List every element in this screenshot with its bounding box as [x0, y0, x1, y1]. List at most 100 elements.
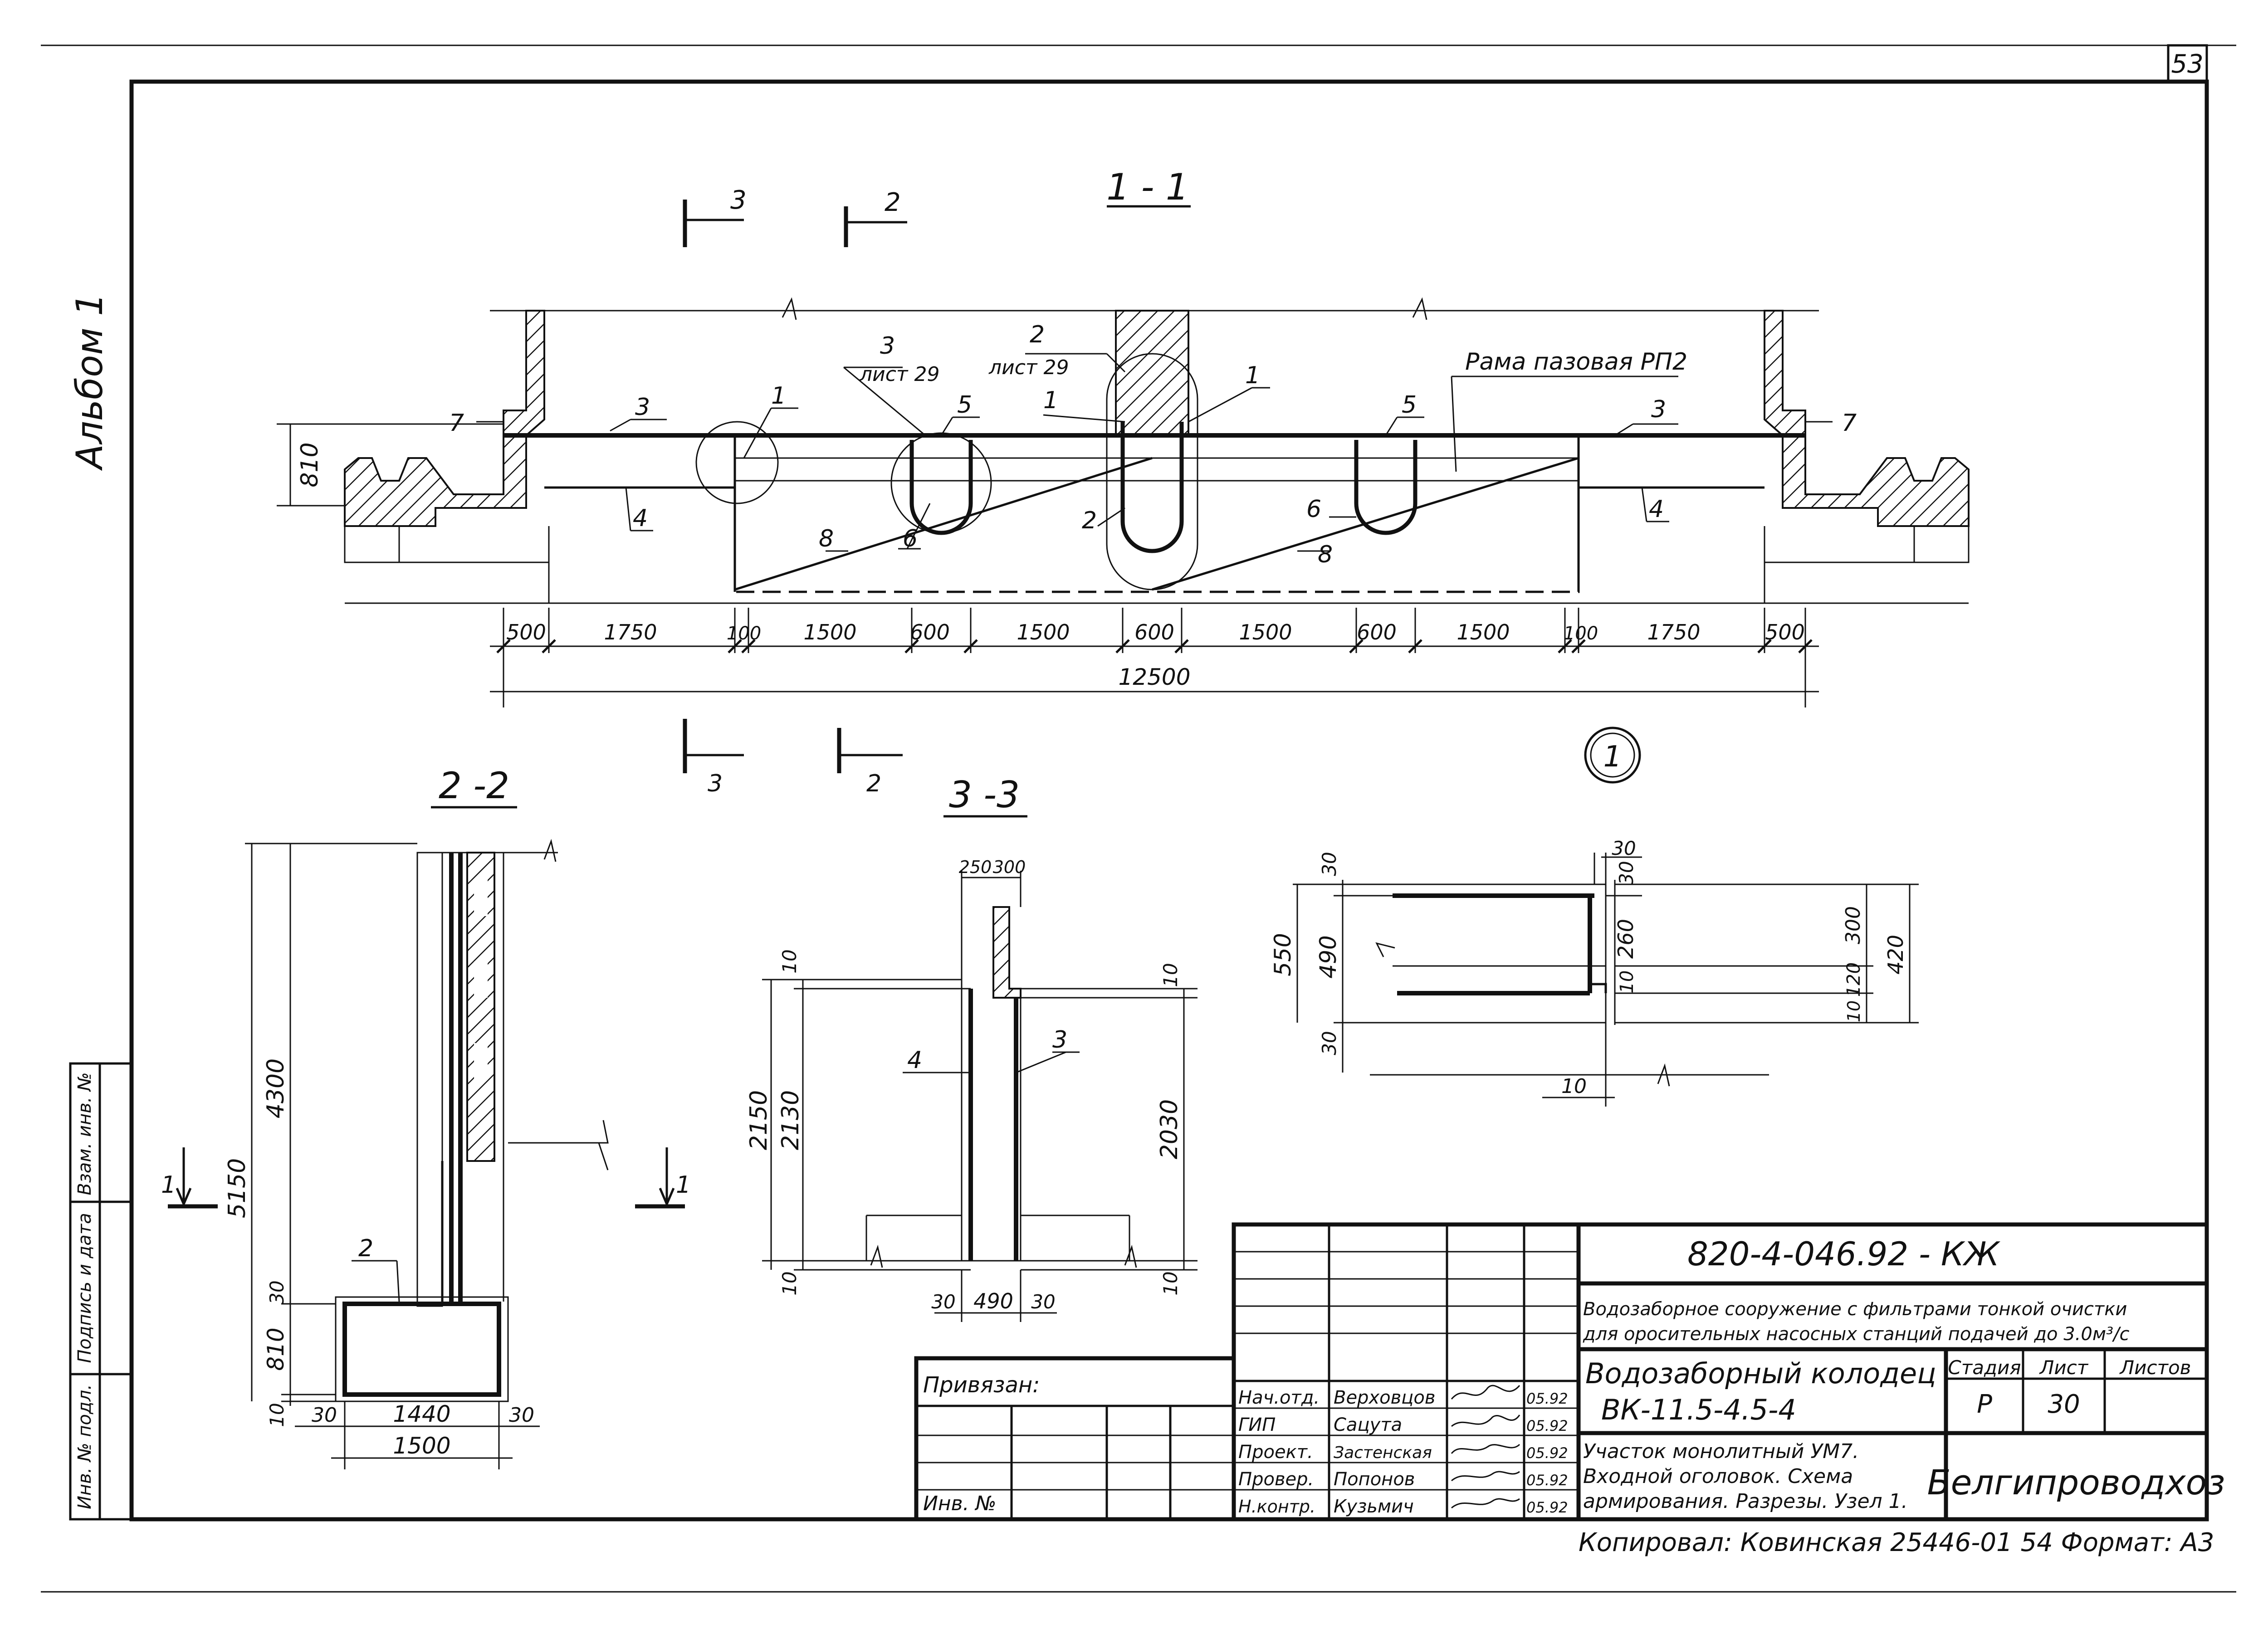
dim-slash [963, 639, 978, 654]
dim-30a-s33: 30 [931, 1291, 955, 1313]
object-line-1: Водозаборный колодец [1585, 1357, 1936, 1390]
sheets-header: Листов [2119, 1356, 2191, 1379]
album-label: Альбом 1 [68, 293, 111, 471]
label-rama: Рама пазовая РП2 [1465, 348, 1687, 376]
label-pos3-mid: 3 [880, 332, 895, 360]
dim-slash [1349, 639, 1364, 654]
dim-4300: 4300 [262, 1058, 289, 1118]
dim-500-left: 500 [506, 620, 546, 644]
diagonal-rebar-right [1152, 457, 1579, 591]
dim-810-s22: 810 [263, 1327, 289, 1371]
dim-1500-c: 1500 [1239, 620, 1292, 644]
dim-slash [728, 639, 742, 654]
dim-30-node: 30 [1612, 837, 1636, 859]
dim-500-right: 500 [1765, 620, 1805, 644]
dim-1500-a: 1500 [803, 620, 856, 644]
project-line-1: Водозаборное сооружение с фильтрами тонк… [1583, 1299, 2127, 1320]
callout-circle-left [890, 432, 992, 534]
name-poponov: Попонов [1334, 1469, 1415, 1490]
label-pos5-a: 5 [957, 391, 972, 419]
dim-490-s33: 490 [973, 1289, 1013, 1313]
label-pos2-s22: 2 [358, 1235, 373, 1262]
cut-2-bottom-label: 2 [866, 770, 881, 797]
dim-30b-s22: 30 [509, 1404, 534, 1427]
stage-value: Р [1977, 1390, 1992, 1419]
dim-slash [741, 639, 756, 654]
label-pos1-b: 1 [1043, 387, 1058, 414]
dim-2130: 2130 [777, 1090, 804, 1150]
dim-slash [1558, 639, 1572, 654]
name-satsuta: Сацута [1334, 1415, 1402, 1435]
copy-footer: Копировал: Ковинская 25446-01 54 Формат:… [1579, 1528, 2214, 1557]
cut-2-label: 2 [885, 188, 901, 217]
stamp-signature-date: Подпись и дата [74, 1213, 95, 1363]
dim-height-810: 810 [277, 423, 503, 507]
dim-100-right: 100 [1564, 623, 1598, 644]
dim-slash [542, 639, 556, 654]
dim-2030: 2030 [1156, 1099, 1183, 1159]
sheet-number: 53 [2171, 49, 2203, 79]
role-n-kontr: Н.контр. [1238, 1497, 1315, 1517]
left-ground [344, 434, 527, 527]
label-pos7-right: 7 [1842, 410, 1857, 437]
label-pos6-right: 6 [1306, 496, 1321, 523]
dim-810-text: 810 [296, 442, 323, 487]
right-ground [1782, 434, 1970, 527]
pocket-center [1120, 422, 1184, 553]
sheet-line-1: Участок монолитный УМ7. [1583, 1440, 1859, 1463]
cut-3-bottom-label: 3 [708, 770, 723, 797]
section-1-1: 1 - 1 3 2 [277, 166, 1970, 797]
dim-600-b: 600 [1134, 620, 1174, 644]
dim-300-s33: 300 [993, 857, 1026, 877]
role-prover: Провер. [1238, 1469, 1314, 1490]
left-footing [344, 526, 550, 563]
dim-10b-node: 10 [1844, 1000, 1864, 1022]
name-verhovtsov: Верховцов [1334, 1387, 1435, 1408]
dim-300-node: 300 [1842, 906, 1865, 944]
dim-total-12500: 12500 [1118, 664, 1190, 690]
dim-420: 420 [1883, 935, 1908, 975]
dim-slash [1408, 639, 1422, 654]
dim-1750-right: 1750 [1647, 620, 1700, 644]
label-pos3-right: 3 [1651, 396, 1666, 423]
center-pier [1115, 310, 1189, 436]
organization: Белгипроводхоз [1927, 1462, 2225, 1502]
left-wall [503, 310, 545, 436]
cut-marker-3-bottom: 3 [683, 719, 744, 797]
dim-30a-s22: 30 [312, 1404, 337, 1427]
break-mark-left [782, 297, 797, 320]
dim-1750-left: 1750 [604, 620, 657, 644]
label-pos1-a: 1 [771, 382, 786, 410]
role-nach-otd: Нач.отд. [1238, 1387, 1320, 1408]
dim-10-bottom-left: 10 [778, 1271, 801, 1295]
dim-100-left: 100 [727, 623, 761, 644]
section-1-1-labels: 3 7 7 3 4 4 1 3 лист 29 2 лист 29 1 1 5 … [449, 321, 1857, 568]
label-pos8-right: 8 [1318, 541, 1333, 568]
label-pos4-right: 4 [1649, 496, 1664, 523]
label-pos7-left: 7 [449, 410, 464, 437]
dim-slash [1757, 639, 1772, 654]
label-pos2-top: 2 [1030, 321, 1045, 348]
label-pos3-list: лист 29 [859, 363, 940, 386]
right-wall [1764, 310, 1806, 436]
dim-490-node: 490 [1315, 935, 1341, 978]
section-3-3-title: 3 -3 [949, 774, 1020, 816]
title-block: Привязан: Инв. № 820-4-046.92 - КЖ Водоз… [914, 1222, 2225, 1522]
dim-1440: 1440 [393, 1401, 450, 1427]
cut-1-right-label: 1 [676, 1171, 691, 1199]
label-pos3-left: 3 [635, 394, 650, 421]
callout-circle-node [695, 421, 779, 504]
dim-10-top-right: 10 [1159, 963, 1182, 987]
sheet-value: 30 [2048, 1390, 2080, 1419]
dim-slash [1571, 639, 1586, 654]
node-1-number: 1 [1603, 740, 1622, 774]
stamp-inv-podl: Инв. № подл. [74, 1384, 95, 1509]
section-3-3: 3 -3 4 3 250 300 10 2150 2130 10 [745, 774, 1198, 1322]
dim-1500-s22: 1500 [393, 1433, 450, 1459]
side-stamp: Инв. № подл. Подпись и дата Взам. инв. № [69, 1062, 133, 1521]
dim-slash [496, 639, 511, 654]
dim-slash [1798, 639, 1813, 654]
dim-120: 120 [1843, 962, 1864, 997]
cut-3-label: 3 [730, 185, 747, 215]
